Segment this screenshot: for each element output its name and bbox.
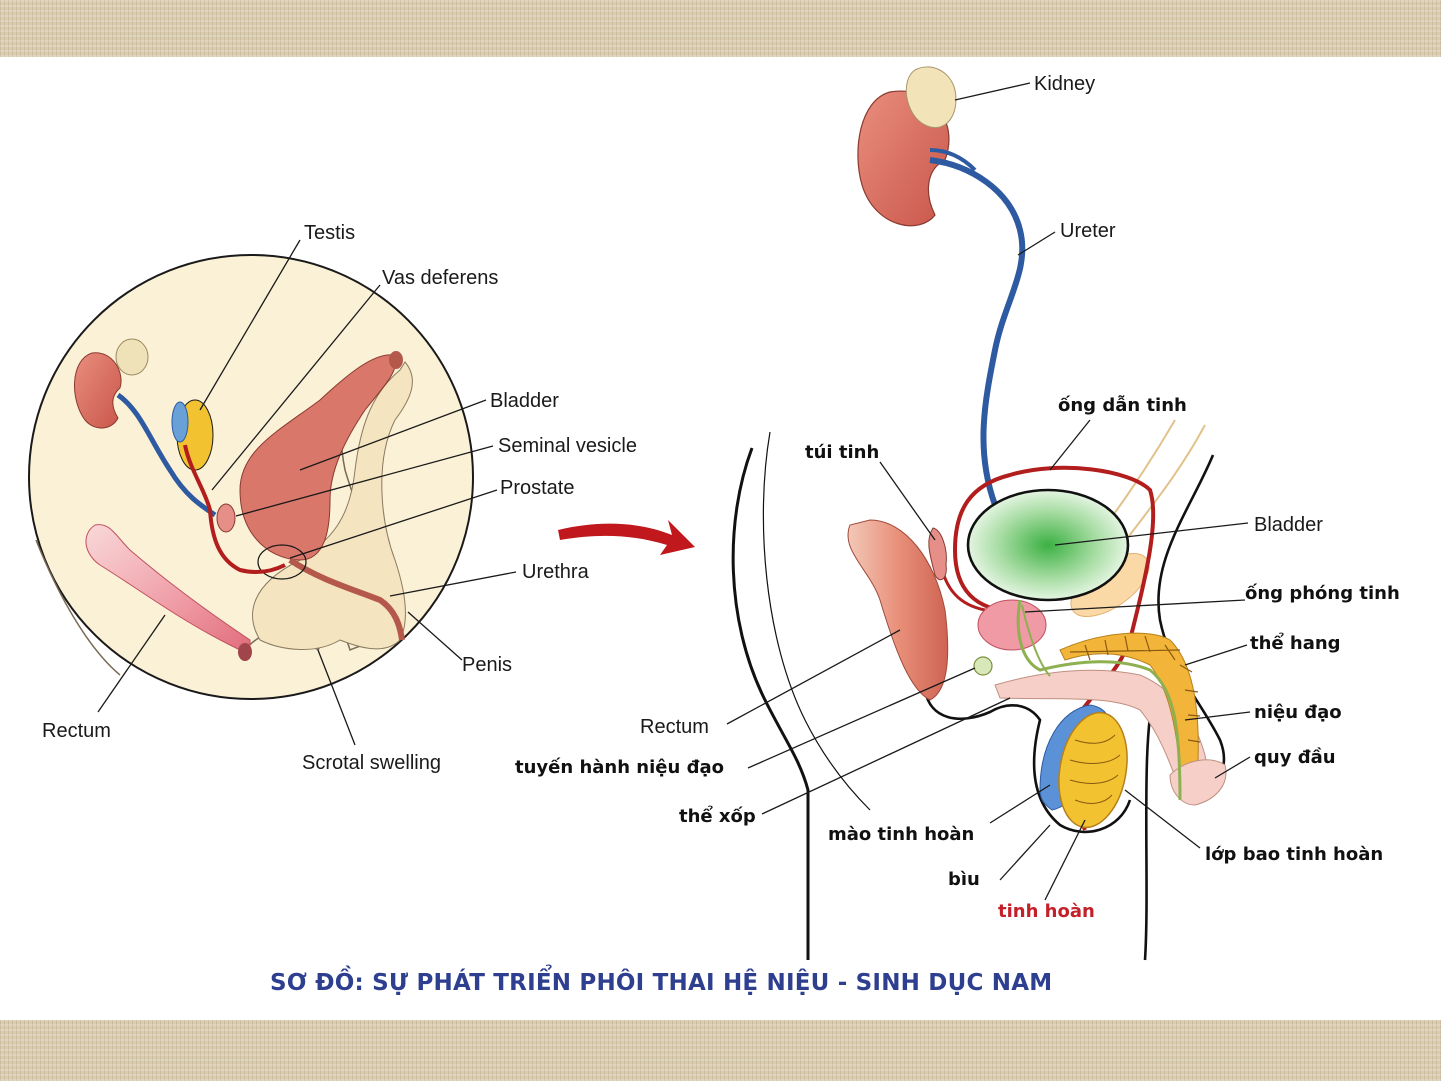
label-scrotal-swelling: Scrotal swelling [302,752,441,774]
diagram-caption: SƠ ĐỒ: SỰ PHÁT TRIỂN PHÔI THAI HỆ NIỆU -… [270,970,1053,996]
ejaculatory-duct [1021,604,1051,677]
urachus-tip [389,351,403,369]
urethra-right [1016,599,1182,801]
label-tui-tinh: túi tinh [805,442,879,463]
adrenal-small [115,338,149,376]
label-vas-deferens: Vas deferens [382,267,498,289]
seminal-vesicle-right [928,527,947,581]
prostate-right [977,599,1047,651]
rectum-opening [238,643,252,661]
right-leader-lines [726,82,1251,901]
back-outline [731,447,810,960]
decorative-band-top [0,0,1441,57]
label-prostate: Prostate [500,477,574,499]
bladder-right [966,488,1130,602]
label-urethra: Urethra [522,561,590,583]
label-kidney: Kidney [1034,73,1095,95]
curved-arrow-right-icon [558,520,695,555]
ureter-small [116,392,217,518]
label-bladder-left: Bladder [490,390,559,412]
label-lop-bao-tinh-hoan: lớp bao tinh hoàn [1205,844,1383,865]
label-rectum-left: Rectum [42,720,111,742]
label-seminal-vesicle: Seminal vesicle [498,435,637,457]
epididymis-left [171,401,189,443]
vas-deferens-left [183,444,286,575]
label-the-hang: thể hang [1250,632,1341,654]
testis-right [1058,711,1128,829]
perineum-scrotum-outline [923,689,1132,834]
seminal-vesicle-left [216,503,236,533]
thigh-outline [1143,689,1157,961]
embryo-circle-diagram [28,254,474,700]
sacrum-curve [762,431,871,811]
label-tinh-hoan: tinh hoàn [998,901,1095,922]
label-tuyen-hanh-nieu-dao: tuyến hành niệu đạo [515,757,724,778]
label-nieu-dao: niệu đạo [1254,702,1342,723]
left-leader-lines [97,239,517,746]
rectum-right [847,519,949,701]
label-bladder-right: Bladder [1254,514,1323,536]
label-mao-tinh-hoan: mào tinh hoàn [828,824,974,845]
prostate-outline [257,544,307,580]
adrenal-right [905,66,957,128]
label-quy-dau: quy đầu [1254,747,1336,768]
label-testis: Testis [304,222,355,244]
renal-vessels [929,148,977,172]
label-ureter: Ureter [1060,220,1116,242]
urethra-left [288,557,405,641]
bulbourethral-gland [973,656,993,676]
ureter-right [929,157,1026,507]
label-ong-phong-tinh: ống phóng tinh [1245,583,1400,604]
testis-lobules [1069,734,1121,804]
label-rectum-right: Rectum [640,716,709,738]
decorative-band-bottom [0,1020,1441,1081]
label-the-xop: thể xốp [679,805,756,827]
label-penis: Penis [462,654,512,676]
cavernosum-striations [1069,635,1201,743]
label-biu: bìu [948,869,980,890]
glans [1169,759,1227,806]
kidney-small [74,352,122,429]
adult-system-diagram [731,66,1227,961]
label-ong-dan-tinh: ống dẫn tinh [1058,394,1187,416]
